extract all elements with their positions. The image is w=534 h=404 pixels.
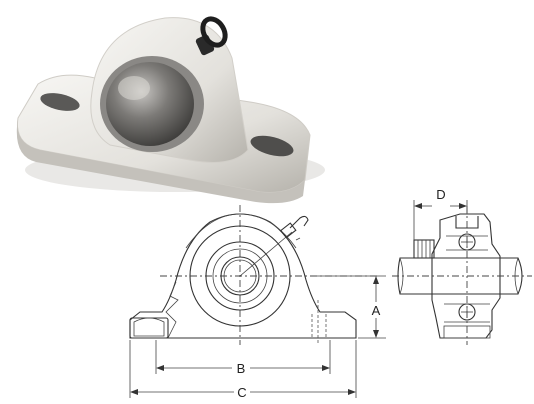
bolt-slot-right <box>250 135 294 157</box>
dimension-a: A <box>372 276 381 338</box>
dimension-b: B <box>156 361 330 376</box>
dimension-c-label: C <box>237 385 246 400</box>
dimension-d: D <box>414 187 467 209</box>
front-view-drawing: B C A <box>129 205 386 400</box>
grease-fitting-icon <box>195 16 228 56</box>
bolt-slot-left <box>40 93 80 111</box>
drawing-grease-fitting-icon <box>239 215 309 277</box>
bearing-insert <box>106 62 194 146</box>
dimension-a-label: A <box>372 303 381 318</box>
dimension-b-label: B <box>237 361 246 376</box>
product-photo <box>16 16 325 204</box>
dimension-c: C <box>130 385 356 400</box>
side-view-drawing: D <box>392 187 532 345</box>
dimension-d-label: D <box>436 187 445 202</box>
